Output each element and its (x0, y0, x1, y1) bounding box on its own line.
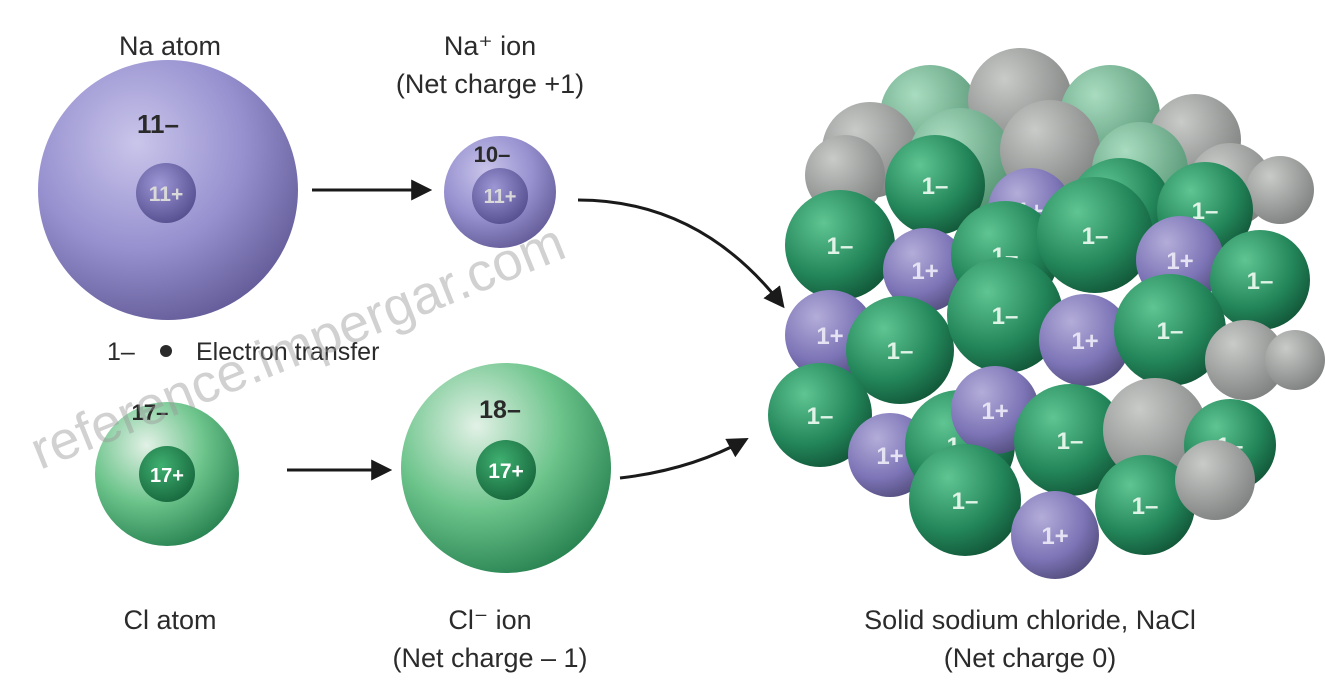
crystal-anion-sphere (768, 363, 872, 467)
na-ion: 10– 11+ (444, 136, 556, 248)
crystal-anion-label: 1– (992, 303, 1019, 330)
cl-ion-title: Cl⁻ ion (448, 605, 532, 635)
crystal-back-sphere (1205, 320, 1285, 400)
na-ion-shell-charge: 10– (474, 142, 511, 167)
electron-dot (160, 345, 172, 357)
crystal-anion-label: 1– (1132, 493, 1159, 520)
crystal-anion-sphere (885, 135, 985, 235)
na-ion-to-crystal-arrow (577, 198, 785, 309)
crystal-anion-sphere (909, 444, 1021, 556)
na-atom-shell-charge: 11– (137, 109, 179, 139)
crystal-anion-label: 1– (1247, 268, 1274, 295)
electron-charge-label: 1– (107, 338, 135, 366)
crystal-cation-label: 1+ (816, 323, 843, 350)
crystal-anion-sphere (1014, 384, 1126, 496)
crystal-cation-label: 1+ (981, 398, 1008, 425)
crystal-anion-label: 1– (922, 173, 949, 200)
crystal-anion-sphere (947, 257, 1063, 373)
crystal-anion-sphere (846, 296, 954, 404)
cl-ion: 18– 17+ (401, 363, 611, 573)
na-atom-title: Na atom (118, 31, 222, 61)
crystal-anion-label: 1– (827, 233, 854, 260)
crystal-back-sphere (1265, 330, 1325, 390)
crystal-title: Solid sodium chloride, NaCl (864, 605, 1196, 635)
crystal-cation-sphere (1039, 294, 1131, 386)
na-ion-nucleus (472, 168, 528, 224)
crystal-anion-sphere (1114, 274, 1226, 386)
na-ion-subtitle: (Net charge +1) (395, 69, 585, 99)
cl-atom-shell-charge: 17– (132, 400, 169, 425)
crystal-anion-label: 1– (1057, 428, 1084, 455)
cl-ion-shell-charge: 18– (479, 396, 521, 424)
electron-transfer-label: Electron transfer (196, 338, 379, 366)
cl-atom-title: Cl atom (123, 605, 217, 635)
crystal-back-sphere (1103, 378, 1207, 482)
electron-transfer: 1– Electron transfer (107, 338, 379, 366)
crystal-cation-label: 1+ (876, 443, 903, 470)
cl-ion-subtitle: (Net charge – 1) (392, 643, 588, 673)
crystal-anion-label: 1– (1157, 318, 1184, 345)
crystal-cation-sphere (883, 228, 967, 312)
cl-ion-to-crystal-arrow (619, 437, 749, 480)
crystal-cation-label: 1+ (1071, 328, 1098, 355)
cl-ion-nucleus-charge: 17+ (488, 460, 524, 483)
crystal-anion-sphere (1037, 177, 1153, 293)
crystal-anion-label: 1– (952, 488, 979, 515)
na-ion-title: Na⁺ ion (443, 31, 537, 61)
crystal-anion-label: 1– (887, 338, 914, 365)
crystal-anion-label: 1– (807, 403, 834, 430)
crystal-cation-label: 1+ (1166, 248, 1193, 275)
crystal-anion-sphere (1095, 455, 1195, 555)
crystal-anion-sphere (1210, 230, 1310, 330)
nacl-crystal-lattice: 1–1+1–1–1–1+1–1–1+1–1+1–1–1+1–1–1+1–1+1–… (768, 48, 1325, 579)
crystal-cation-sphere (1011, 491, 1099, 579)
crystal-cation-label: 1+ (911, 258, 938, 285)
crystal-subtitle: (Net charge 0) (943, 643, 1117, 673)
crystal-back-sphere (1246, 156, 1314, 224)
crystal-back-sphere (1175, 440, 1255, 520)
na-atom-nucleus (136, 163, 196, 223)
na-ion-nucleus-charge: 11+ (484, 186, 517, 208)
cl-atom: 17– 17+ (95, 400, 239, 546)
crystal-anion-label: 1– (1082, 223, 1109, 250)
cl-atom-nucleus (139, 446, 195, 502)
crystal-cation-label: 1+ (1041, 523, 1068, 550)
cl-ion-nucleus (476, 440, 536, 500)
crystal-anion-sphere (785, 190, 895, 300)
na-atom-nucleus-charge: 11+ (149, 183, 183, 206)
cl-atom-nucleus-charge: 17+ (150, 465, 184, 487)
na-atom: 11– 11+ (38, 60, 298, 320)
